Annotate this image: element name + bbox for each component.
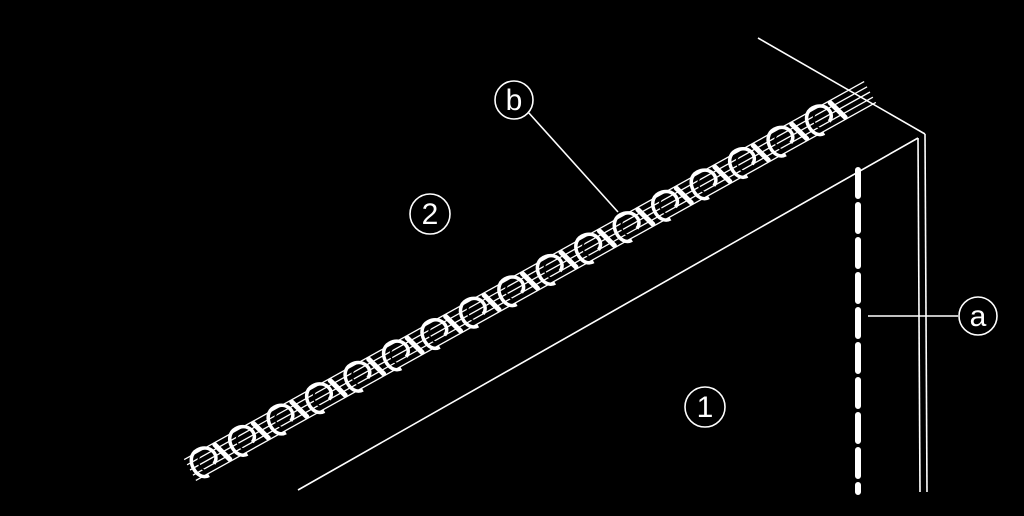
seam-b-loop (497, 275, 526, 308)
seam-b-loop (612, 211, 641, 244)
piece-1-hypotenuse (297, 137, 919, 491)
seam-b-stitch (635, 207, 656, 227)
seam-b-loop (766, 125, 795, 158)
callout-b-leader (527, 111, 619, 213)
callout-b: b (494, 80, 534, 120)
seam-b-stitch (712, 164, 733, 184)
seam-b-loop (458, 296, 487, 329)
seam-b-stitch (366, 356, 387, 377)
seam-b-stitch (827, 100, 848, 120)
callout-piece-1-label: 1 (697, 391, 714, 424)
seam-b-stitch (250, 420, 271, 441)
callout-piece-1: 1 (684, 386, 726, 428)
seam-b-loop (305, 382, 333, 415)
seam-b-loop (266, 403, 295, 436)
piece-1-right-edge (917, 137, 921, 493)
fabric-piece-1-outline (297, 137, 921, 493)
seam-b-loop (728, 147, 757, 180)
seam-b-stitch (481, 292, 502, 313)
piece-2-top-edge (757, 37, 926, 135)
seam-b-loop (343, 360, 372, 393)
seam-b-stitch (750, 142, 771, 163)
fabric-piece-2-outline (757, 37, 928, 493)
seam-b-loop (574, 232, 603, 265)
callout-a: a (958, 296, 998, 336)
seam-b-loop (189, 446, 218, 479)
callout-a-label: a (970, 300, 987, 333)
seam-b-loop (228, 424, 257, 457)
callout-piece-2-label: 2 (422, 198, 439, 231)
seam-b-stitch (520, 271, 540, 291)
seam-b-stitch (327, 378, 348, 398)
seam-b-loop (420, 318, 449, 351)
seam-b-stitch (596, 228, 617, 249)
seam-b-stitch (289, 399, 310, 420)
seam-b-stitch (789, 121, 810, 142)
seam-b-loop (381, 339, 410, 372)
seam-b-loop (689, 168, 718, 201)
seam-b-loop (535, 253, 564, 286)
seam-b-stitch (212, 442, 233, 462)
seam-b-stitch (404, 335, 425, 355)
seam-b-loop (651, 189, 680, 222)
seam-b-loop (804, 104, 833, 137)
seam-b-stitch (558, 249, 579, 270)
callout-b-label: b (506, 84, 523, 117)
seam-b-stitch (443, 313, 464, 334)
seam-b-stitch (673, 185, 694, 206)
piece-2-right-edge (924, 133, 928, 493)
overlock-seam-b (183, 80, 877, 482)
callout-piece-2: 2 (409, 193, 451, 235)
